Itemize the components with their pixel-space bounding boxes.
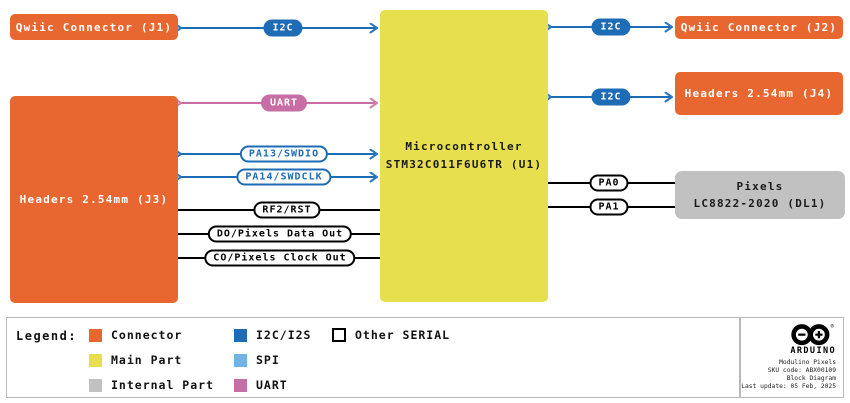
rf2-rst-signal-label: RF2/RST — [253, 201, 321, 219]
qwiic-connector-j2-label: Qwiic Connector (J2) — [680, 21, 838, 34]
internal-part-color-swatch — [89, 378, 102, 392]
last-update: Last update: 05 Feb, 2025 — [741, 383, 836, 390]
pa0-signal-label: PA0 — [589, 174, 629, 192]
pixels-part-number: LC8822-2020 (DL1) — [693, 197, 827, 210]
i2c-j1-bus-label: I2C — [263, 19, 303, 37]
headers-j4-label: Headers 2.54mm (J4) — [684, 87, 834, 100]
arduino-logo-icon: ® — [791, 323, 835, 346]
legend-panel: Legend: Connector Main Part Internal Par… — [6, 317, 740, 398]
pa13-swdio-signal-label: PA13/SWDIO — [239, 145, 329, 163]
sku-code: SKU code: ABX00109 — [767, 367, 836, 374]
legend-item-other-serial: Other SERIAL — [332, 328, 450, 342]
document-type: Block Diagram — [786, 375, 836, 382]
pixels-title: Pixels — [736, 179, 784, 193]
title-block-panel: ® ARDUINO Modulino Pixels SKU code: ABX0… — [740, 317, 844, 398]
headers-j3-block: Headers 2.54mm (J3) — [10, 96, 178, 303]
i2c-i2s-color-swatch — [234, 328, 247, 342]
legend-item-label: UART — [256, 378, 288, 392]
legend-item-uart: UART — [234, 378, 288, 392]
registered-trademark-glyph: ® — [831, 323, 835, 329]
headers-j4-block: Headers 2.54mm (J4) — [675, 72, 843, 115]
qwiic-connector-j1-block: Qwiic Connector (J1) — [10, 14, 178, 40]
headers-j3-label: Headers 2.54mm (J3) — [19, 193, 169, 206]
other-serial-color-swatch — [332, 328, 346, 342]
microcontroller-part-number: STM32C011F6U6TR (U1) — [385, 158, 543, 171]
spi-color-swatch — [234, 353, 247, 367]
qwiic-connector-j2-block: Qwiic Connector (J2) — [675, 16, 843, 39]
legend-item-connector: Connector — [89, 328, 182, 342]
qwiic-connector-j1-label: Qwiic Connector (J1) — [15, 20, 173, 34]
pixels-block: Pixels LC8822-2020 (DL1) — [675, 171, 845, 219]
title-block-info: Modulino Pixels SKU code: ABX00109 Block… — [741, 359, 836, 391]
pixels-clock-out-signal-label: CO/Pixels Clock Out — [204, 249, 356, 267]
legend-item-main-part: Main Part — [89, 353, 182, 367]
uart-bus-label: UART — [260, 94, 308, 112]
microcontroller-block: Microcontroller STM32C011F6U6TR (U1) — [380, 10, 548, 302]
arduino-wordmark: ARDUINO — [790, 346, 836, 356]
legend-item-spi: SPI — [234, 353, 280, 367]
uart-color-swatch — [234, 378, 247, 392]
pa14-swdclk-signal-label: PA14/SWDCLK — [236, 168, 332, 186]
legend-item-internal-part: Internal Part — [89, 378, 214, 392]
legend-title: Legend: — [16, 329, 78, 343]
pa1-signal-label: PA1 — [589, 198, 629, 216]
connector-color-swatch — [89, 328, 102, 342]
legend-item-label: Other SERIAL — [355, 328, 451, 342]
product-name: Modulino Pixels — [779, 359, 836, 366]
legend-item-label: Internal Part — [111, 378, 215, 392]
legend-item-label: I2C/I2S — [256, 328, 312, 342]
microcontroller-title: Microcontroller — [405, 140, 523, 154]
pixels-data-out-signal-label: DO/Pixels Data Out — [207, 225, 353, 243]
legend-item-label: Connector — [111, 328, 183, 342]
i2c-j2-bus-label: I2C — [591, 18, 631, 36]
legend-item-label: Main Part — [111, 353, 183, 367]
i2c-j4-bus-label: I2C — [591, 88, 631, 106]
legend-item-label: SPI — [256, 353, 280, 367]
legend-item-i2c-i2s: I2C/I2S — [234, 328, 311, 342]
main-part-color-swatch — [89, 353, 102, 367]
